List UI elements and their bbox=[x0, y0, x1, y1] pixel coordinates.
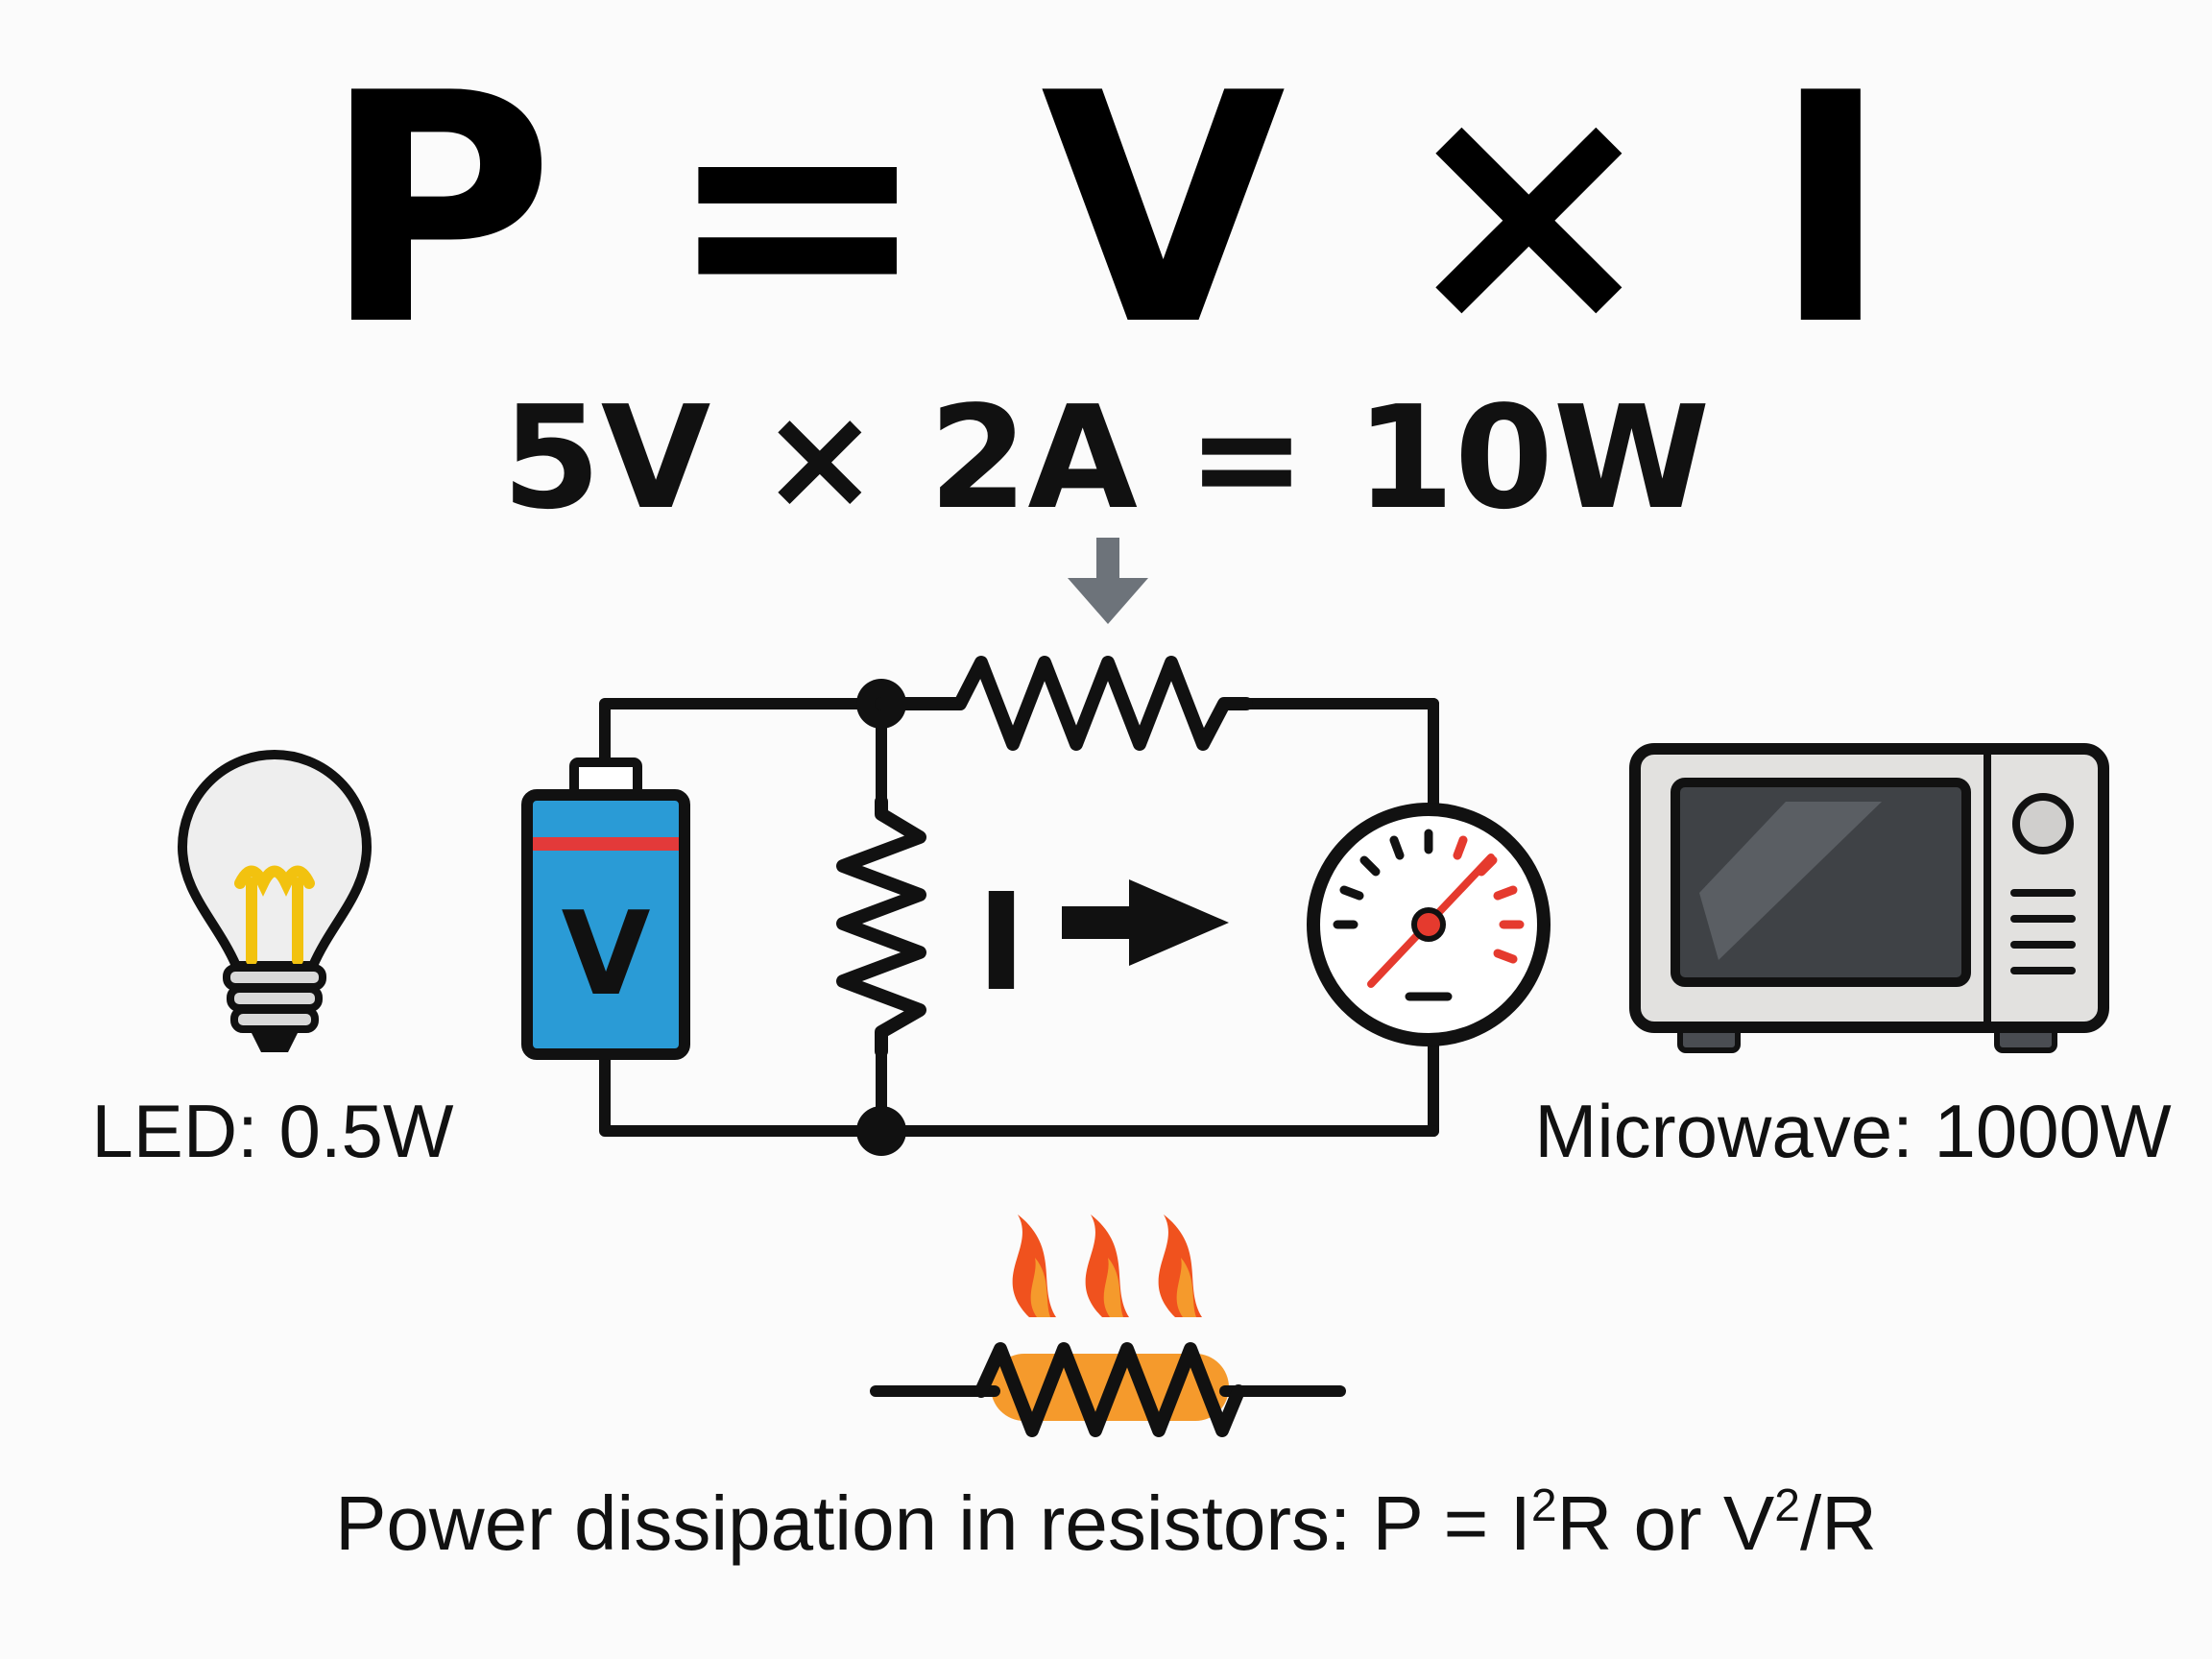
example-calculation: 5V × 2A = 10W bbox=[502, 375, 1710, 541]
resistor-vertical-icon bbox=[836, 795, 926, 1058]
caption-formula: Power dissipation in resistors: P = I2R … bbox=[335, 1480, 1877, 1566]
battery-voltage-label: V bbox=[562, 888, 651, 1022]
circuit-wires bbox=[599, 679, 1439, 1156]
led-power-label: LED: 0.5W bbox=[91, 1089, 454, 1173]
light-bulb-icon bbox=[178, 750, 372, 1052]
main-formula: P = V × I bbox=[323, 26, 1890, 395]
resistor-top-icon bbox=[875, 656, 1253, 751]
heat-flame-icon bbox=[1012, 1214, 1202, 1317]
down-arrow-icon bbox=[1068, 538, 1148, 624]
battery-icon: V bbox=[521, 757, 690, 1060]
microwave-icon bbox=[1629, 743, 2109, 1053]
microwave-power-label: Microwave: 1000W bbox=[1534, 1089, 2172, 1173]
caption-suffix: /R bbox=[1800, 1480, 1877, 1566]
heating-resistor-icon bbox=[870, 1342, 1346, 1437]
caption-middle: R or V bbox=[1557, 1480, 1775, 1566]
current-label: I bbox=[976, 865, 1026, 1022]
caption-prefix: Power dissipation in resistors: P = I bbox=[335, 1480, 1531, 1566]
current-arrow-icon bbox=[1062, 879, 1229, 966]
caption-superscript-1: 2 bbox=[1531, 1480, 1557, 1531]
current-indicator: I bbox=[976, 865, 1229, 1022]
gauge-meter-icon bbox=[1307, 803, 1551, 1046]
caption-superscript-2: 2 bbox=[1774, 1480, 1800, 1531]
